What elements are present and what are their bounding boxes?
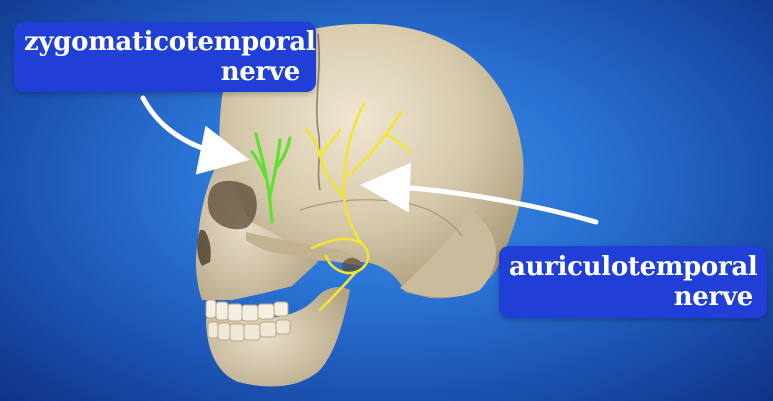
cranium [219,23,524,299]
zygomaticotemporal-nerve [250,132,292,224]
external-acoustic-meatus [342,258,362,274]
occipital [400,210,497,298]
lower-teeth [207,319,291,342]
auriculotemporal-nerve [304,102,412,312]
arrow-to-zygomaticotemporal [140,95,250,175]
zygomatic-arch [246,232,362,266]
upper-teeth [205,299,289,322]
zygomaticotemporal-label-line2: nerve [220,57,301,87]
arrow-to-auriculotemporal [360,162,599,225]
auriculotemporal-label-line1: auriculotemporal [509,252,758,282]
zygomaticotemporal-label: zygomaticotemporal nerve [14,22,316,92]
nasal-cavity [197,230,211,266]
mandible [206,287,350,387]
auriculotemporal-label-line2: nerve [673,282,754,312]
coronal-suture [316,33,321,191]
orbit [207,180,257,230]
zygomaticotemporal-label-line1: zygomaticotemporal [24,27,316,57]
auriculotemporal-label: auriculotemporal nerve [499,246,767,318]
